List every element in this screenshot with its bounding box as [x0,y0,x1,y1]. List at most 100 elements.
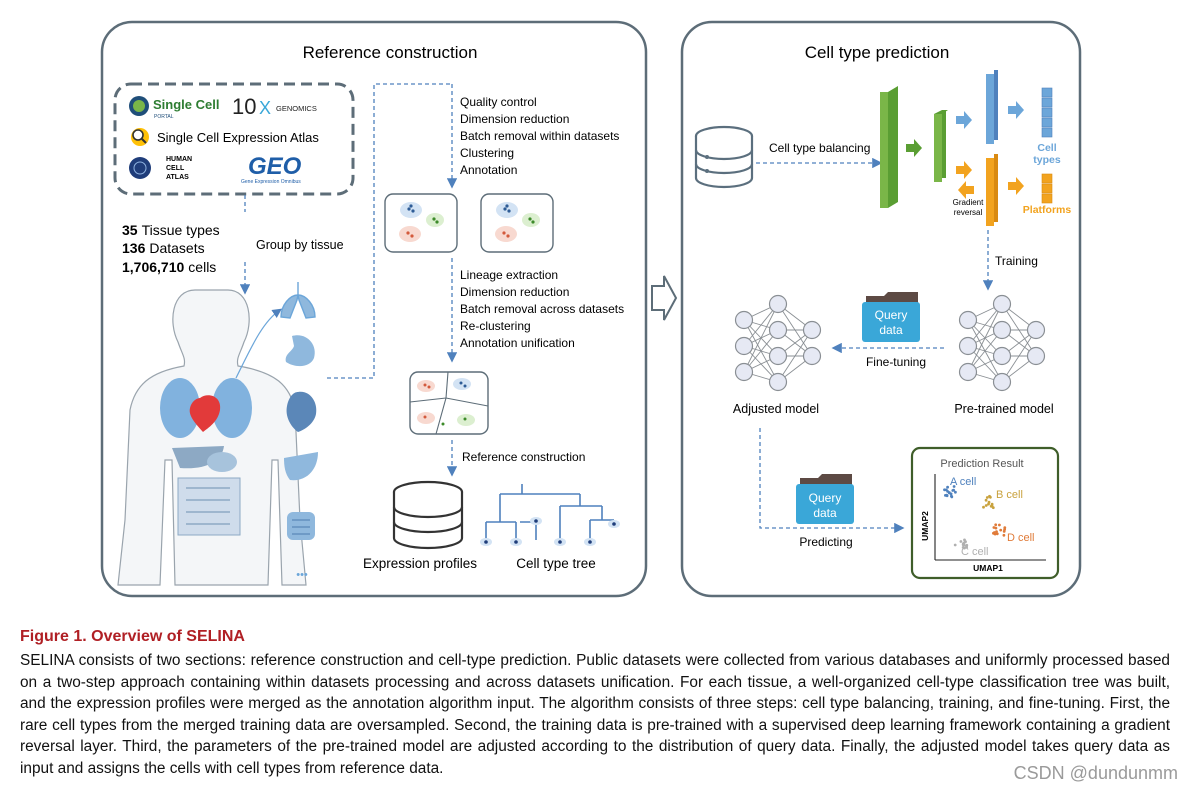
cluster-point [989,504,993,508]
cluster-point [962,543,966,547]
pretrained-model-network [958,294,1046,392]
sc-portal-sub: PORTAL [154,114,174,120]
steps-within-datasets: Quality control Dimension reduction Batc… [460,95,619,177]
adjusted-model-network [734,294,822,392]
dann-network [880,70,1053,226]
stat-tissue-num: 35 [122,222,138,238]
cluster-point [1002,533,1006,537]
cell-types-label-1: Cell [1037,142,1056,154]
network-node [734,336,754,356]
query-data-folder-icon-2 [796,474,854,524]
lung-icon [280,282,316,319]
cluster-point [952,485,956,488]
umap2-label: UMAP2 [920,511,930,541]
expression-atlas-label: Single Cell Expression Atlas [157,130,319,145]
step-batch-across: Batch removal across datasets [460,302,624,316]
arrow-blue-out [1008,101,1024,119]
cluster-b-points [982,494,995,510]
network-node [768,320,788,340]
geo-logo: GEO Gene Expression Omnibus [241,153,302,185]
cell-type-prediction-panel: Cell type prediction Cell type balancing [680,20,1082,598]
cluster-point [951,489,955,492]
cluster-point [944,494,947,497]
csdn-watermark: CSDN @dundunmm [1013,763,1178,783]
training-label: Training [995,254,1038,268]
cluster-point [999,528,1003,532]
sc-portal-main: Single Cell [153,97,219,112]
prediction-result-title: Prediction Result [940,458,1023,470]
steps-across-datasets: Lineage extraction Dimension reduction B… [460,268,624,350]
cluster-point [985,496,989,499]
database-icon-expression [392,480,464,550]
platforms-label: Platforms [1023,204,1072,216]
stat-cells-label: cells [188,259,216,275]
stomach-icon [285,335,315,367]
network-node [958,310,978,330]
dataset-cluster-box-1 [384,193,458,253]
network-node [734,362,754,382]
layer-1-bar [888,86,898,208]
network-node [992,346,1012,366]
caption-body: SELINA consists of two sections: referen… [20,652,1170,777]
human-cell-atlas-logo: HUMAN CELL ATLAS [129,156,192,181]
cell-type-balancing-label: Cell type balancing [769,141,870,155]
cell-types-output-icon [1041,87,1053,138]
hca-line-3: ATLAS [166,174,189,181]
cluster-c-label: C cell [961,546,989,558]
cluster-point [995,532,999,536]
reference-construction-step: Reference construction [462,450,585,464]
cluster-point [994,523,998,527]
cluster-point [998,523,1001,527]
query-data-label-1a: Query [875,308,908,322]
geo-sub: Gene Expression Omnibus [241,179,301,185]
step-dim-reduction-2: Dimension reduction [460,285,569,299]
10x-genomics-logo: 10 X GENOMICS [232,94,317,119]
cell-type-tree-nodes [480,517,620,546]
arrow-orange-in [956,161,972,179]
dataset-cluster-box-2 [480,193,554,253]
cell-types-label-2: types [1033,154,1061,166]
pretrained-model-label: Pre-trained model [954,402,1053,416]
network-node [768,346,788,366]
arrow-orange-out [1008,177,1024,195]
cluster-point [963,546,966,550]
network-edge [1001,329,1037,383]
arrow-blue-in [956,111,972,129]
data-sources-box: Single Cell PORTAL 10 X GENOMICS Single … [113,82,355,196]
cluster-point [984,504,988,507]
right-panel-title: Cell type prediction [805,43,950,62]
network-node [1026,346,1046,366]
stomach-shape [207,452,237,472]
network-node [958,336,978,356]
network-edge [777,329,813,383]
tenx-num: 10 [232,94,256,119]
tissue-organs: ••• [235,282,318,581]
gradient-reversal-label-2: reversal [954,208,983,217]
query-data-folder-icon [862,292,920,342]
cluster-point [953,543,957,547]
hca-line-1: HUMAN [166,156,192,163]
cluster-point [954,490,957,494]
gradient-reversal-label-1: Gradient [953,198,984,207]
network-node [768,372,788,392]
network-edge [967,303,1003,373]
database-icon-training [694,125,754,189]
step-annotation: Annotation [460,163,517,177]
panel-transition-arrow-icon [651,275,678,321]
geo-mark: GEO [248,153,302,180]
network-node [734,310,754,330]
tenx-genomics: GENOMICS [276,104,317,113]
step-dim-reduction-1: Dimension reduction [460,112,569,126]
step-lineage-extraction: Lineage extraction [460,268,558,282]
network-node [1026,320,1046,340]
network-node [992,372,1012,392]
step-batch-within: Batch removal within datasets [460,129,619,143]
prediction-result-box: Prediction Result UMAP2 UMAP1 A cell B c… [910,446,1060,580]
human-body-figure [117,289,307,586]
cell-type-tree-label: Cell type tree [516,556,596,571]
stat-cells-num: 1,706,710 [122,259,184,275]
